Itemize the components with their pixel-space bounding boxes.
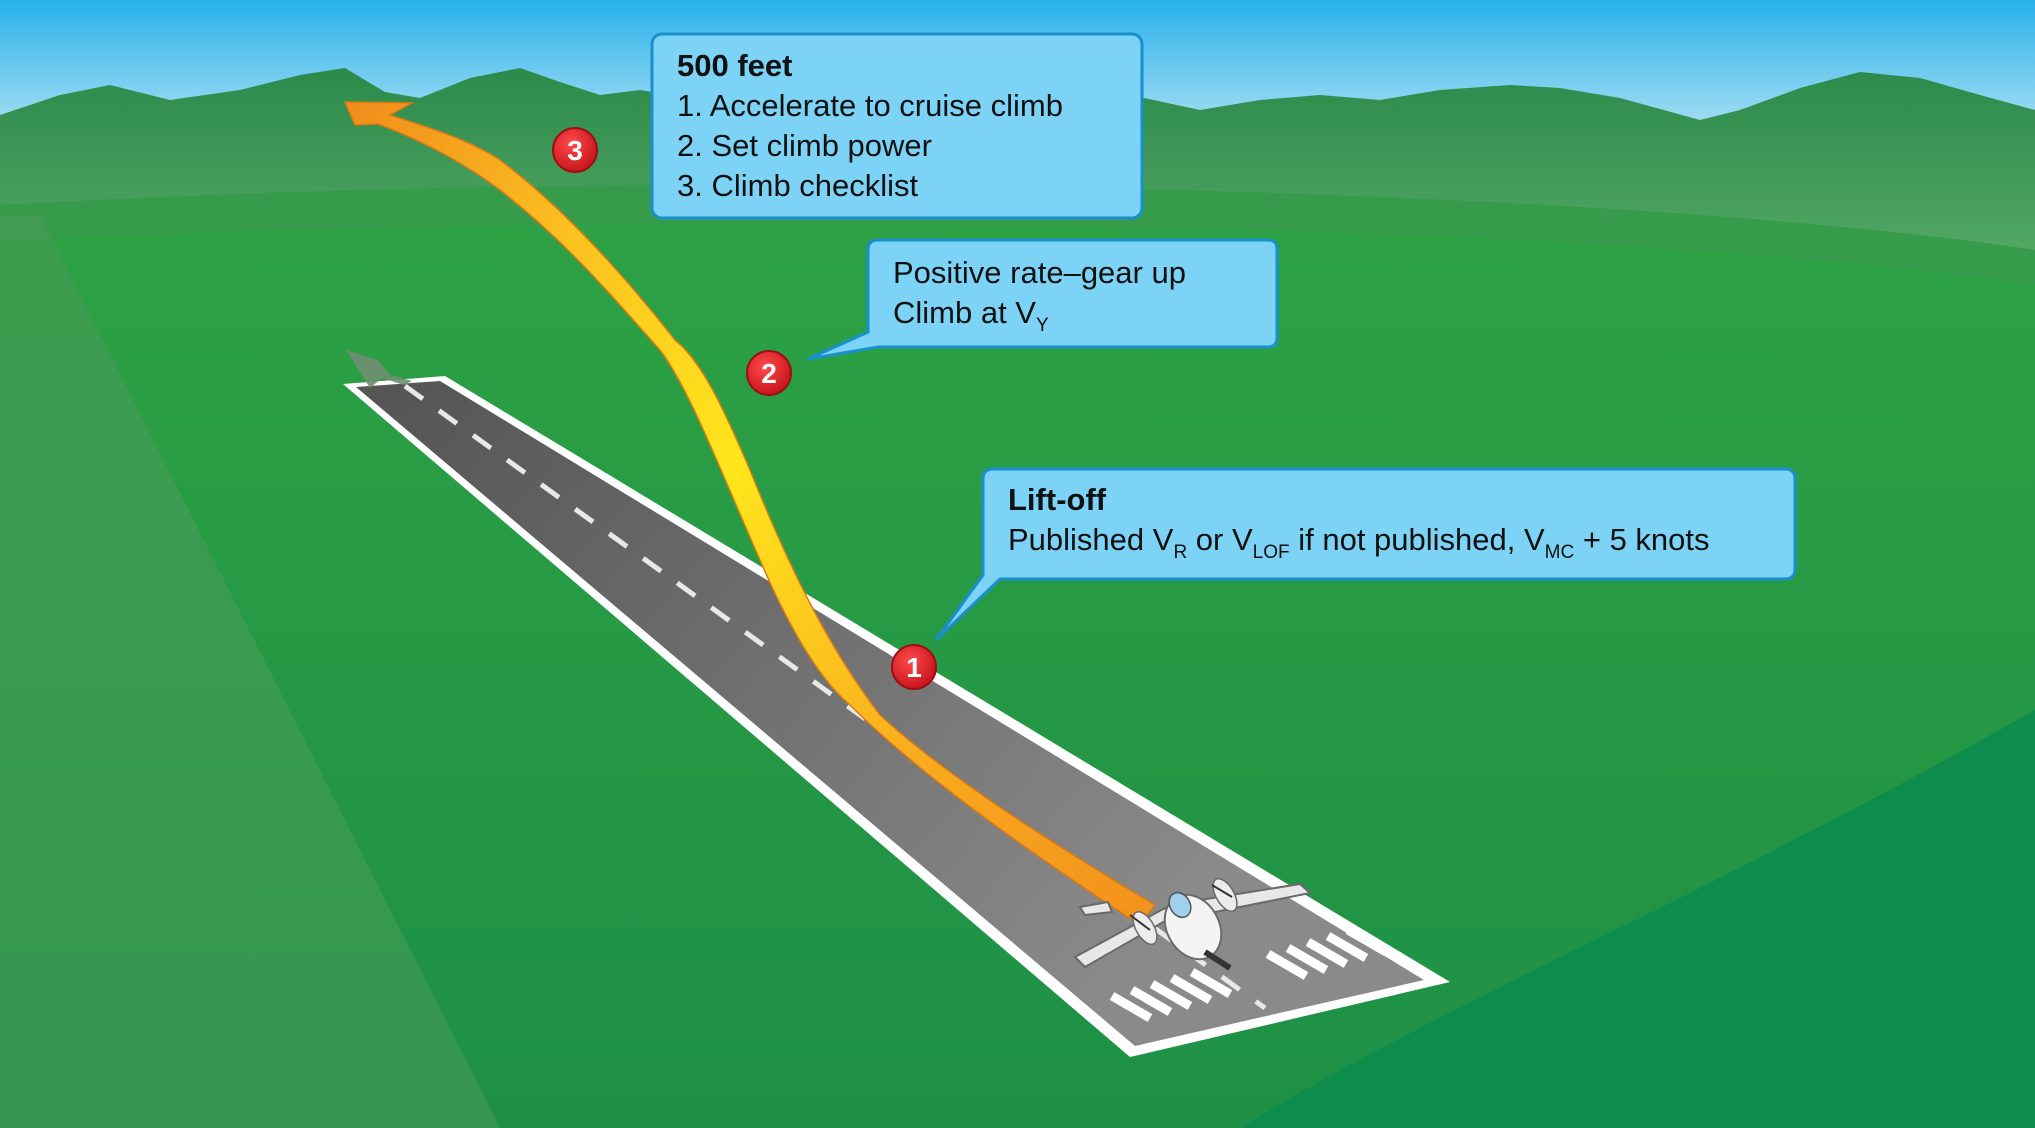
left-slope-shade (0, 215, 500, 1128)
callout-positive-rate-line-1: Positive rate–gear up (893, 255, 1186, 290)
callout-positive-rate-line-2: Climb at VY (893, 293, 1186, 336)
vr-subscript: R (1173, 542, 1188, 563)
lift-off-text-4: + 5 knots (1574, 522, 1710, 557)
marker-2: 2 (746, 350, 792, 396)
callout-lift-off-text: Published VR or VLOF if not published, V… (1008, 520, 1710, 563)
runway-direction-arrow-icon (346, 350, 412, 388)
vy-subscript: Y (1035, 315, 1049, 336)
marker-1: 1 (891, 644, 937, 690)
lift-off-text-1: Published V (1008, 522, 1174, 557)
climb-at-text: Climb at V (893, 295, 1036, 330)
callout-box-positive-rate (807, 238, 1279, 361)
marker-2-label: 2 (761, 358, 777, 389)
marker-3-label: 3 (567, 135, 583, 166)
callout-500-feet-title: 500 feet (677, 48, 793, 83)
callout-positive-rate: Positive rate–gear up Climb at VY (893, 253, 1186, 336)
distant-field (0, 184, 2035, 285)
callout-500-feet-item-3: 3. Climb checklist (677, 168, 919, 203)
right-hill (1240, 710, 2035, 1128)
callout-500-feet: 500 feet 1. Accelerate to cruise climb 2… (677, 46, 1063, 206)
lift-off-text-2: or V (1187, 522, 1253, 557)
callout-lift-off-title: Lift-off (1008, 482, 1107, 517)
marker-3: 3 (552, 127, 598, 173)
callout-500-feet-item-1: 1. Accelerate to cruise climb (677, 88, 1063, 123)
flight-path (343, 101, 1157, 927)
marker-1-label: 1 (906, 652, 922, 683)
threshold-markings (1109, 926, 1389, 1022)
vmc-subscript: MC (1544, 542, 1575, 563)
callout-box-lift-off (934, 467, 1797, 642)
callout-lift-off: Lift-off Published VR or VLOF if not pub… (1008, 480, 1710, 563)
twin-engine-airplane-icon (1073, 878, 1313, 971)
callout-box-500-feet (650, 32, 1144, 220)
vlof-subscript: LOF (1252, 542, 1290, 563)
callout-500-feet-item-2: 2. Set climb power (677, 128, 932, 163)
lift-off-text-3: if not published, V (1289, 522, 1545, 557)
